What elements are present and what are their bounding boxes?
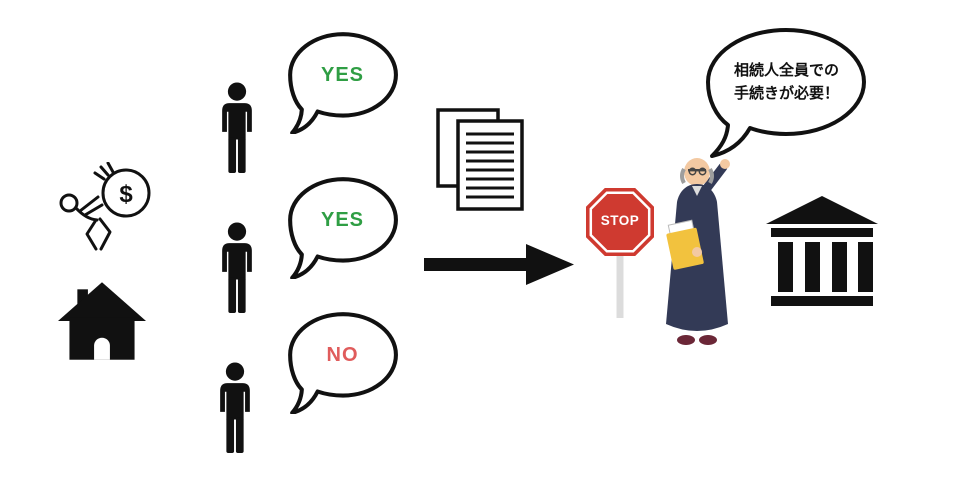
judge-icon	[646, 150, 746, 350]
right-arrow-icon	[424, 238, 576, 291]
heir-1-answer: YES	[320, 64, 365, 86]
heir-1-icon	[214, 80, 260, 176]
heir-3-icon	[212, 360, 258, 456]
heir-2-icon	[214, 220, 260, 316]
bank-icon	[764, 194, 880, 308]
judge-speech-text: 相続人全員での 手続きが必要！	[698, 59, 870, 105]
heir-3-answer: NO	[326, 344, 359, 366]
stop-sign-pole	[616, 252, 624, 318]
house-icon	[58, 278, 146, 364]
money-bag-icon	[101, 168, 151, 218]
money-bag-person-icon: $	[52, 162, 164, 262]
speech-bubble-heir-1: YES	[282, 30, 400, 134]
speech-bubble-heir-3: NO	[282, 310, 400, 414]
stop-sign-icon: STOP	[584, 186, 656, 322]
judge-speech-line-2: 手続きが必要！	[733, 85, 839, 102]
heir-2-answer: YES	[320, 209, 365, 231]
stop-label: STOP	[600, 213, 640, 228]
documents-icon	[436, 108, 534, 211]
judge-speech-line-1: 相続人全員での	[733, 62, 839, 79]
judge-folder-icon	[666, 219, 704, 270]
dollar-sign: $	[119, 181, 133, 208]
judge-speech-bubble: 相続人全員での 手続きが必要！	[698, 26, 870, 160]
speech-bubble-heir-2: YES	[282, 175, 400, 279]
